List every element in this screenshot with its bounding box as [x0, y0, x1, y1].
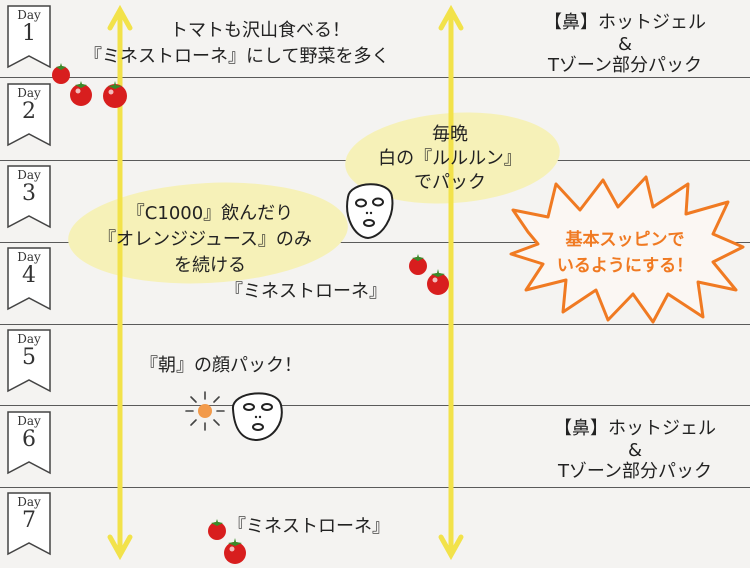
day-banner-1: Day 1 [6, 4, 52, 74]
day-number: 4 [22, 263, 36, 288]
juice-note-line3: を続ける [174, 255, 246, 276]
arrow-head-up-right [438, 4, 464, 31]
juice-note-line1: 『C1000』飲んだり [126, 203, 294, 224]
day-banner-7: Day 7 [6, 491, 52, 561]
day-label: Day [17, 8, 41, 22]
day-label: Day [17, 86, 41, 100]
nose-note-day6-line1: 【鼻】ホットジェル [554, 418, 716, 439]
day-label: Day [17, 250, 41, 264]
burst-shape [509, 175, 745, 324]
day-number: 2 [22, 99, 36, 124]
juice-note-line2: 『オレンジジュース』のみ [98, 229, 312, 250]
morning-pack-note: 『朝』の顔パック！ [140, 355, 302, 376]
top-note-line1: トマトも沢山食べる！ [170, 20, 350, 41]
day-divider [0, 77, 750, 78]
minestrone-day4: 『ミネストローネ』 [225, 281, 387, 302]
day-banner-6: Day 6 [6, 410, 52, 480]
tomato-cluster-icon [52, 63, 127, 108]
face-mask-icon [346, 183, 394, 240]
day-divider [0, 242, 750, 243]
day-label: Day [17, 414, 41, 428]
arrow-head-down-right [438, 534, 464, 561]
day-label: Day [17, 332, 41, 346]
arrow-head-down-left [107, 534, 133, 561]
nose-note-top-line3: Tゾーン部分パック [547, 55, 703, 76]
day-divider [0, 487, 750, 488]
night-pack-line3: でパック [414, 172, 486, 193]
day-number: 7 [22, 508, 36, 533]
sun-icon [185, 391, 225, 431]
day-number: 5 [22, 345, 36, 370]
night-pack-line2: 白の『ルルルン』 [378, 148, 522, 169]
burst-line1: 基本スッピンで [565, 230, 685, 250]
day-banner-5: Day 5 [6, 328, 52, 398]
arrow-head-up-left [107, 4, 133, 31]
day-number: 1 [22, 21, 36, 46]
nose-note-top-line1: 【鼻】ホットジェル [544, 12, 706, 33]
nose-note-top-line2: & [617, 34, 633, 55]
day-number: 3 [22, 181, 36, 206]
night-pack-line1: 毎晩 [432, 124, 468, 145]
day-label: Day [17, 168, 41, 182]
nose-note-day6-line3: Tゾーン部分パック [557, 461, 713, 482]
burst-line2: いるようにする！ [556, 256, 694, 276]
face-mask-icon [231, 392, 283, 442]
minestrone-day7: 『ミネストローネ』 [228, 516, 390, 537]
day-banner-4: Day 4 [6, 246, 52, 316]
day-divider [0, 405, 750, 406]
nose-note-day6-line2: & [627, 440, 643, 461]
day-banner-2: Day 2 [6, 82, 52, 152]
tomato-pair-icon [409, 254, 449, 295]
day-divider [0, 324, 750, 325]
tomato-pair-icon [208, 519, 246, 564]
day-label: Day [17, 495, 41, 509]
top-note-line2: 『ミネストローネ』にして野菜を多く [84, 46, 390, 67]
day-number: 6 [22, 427, 36, 452]
day-banner-3: Day 3 [6, 164, 52, 234]
